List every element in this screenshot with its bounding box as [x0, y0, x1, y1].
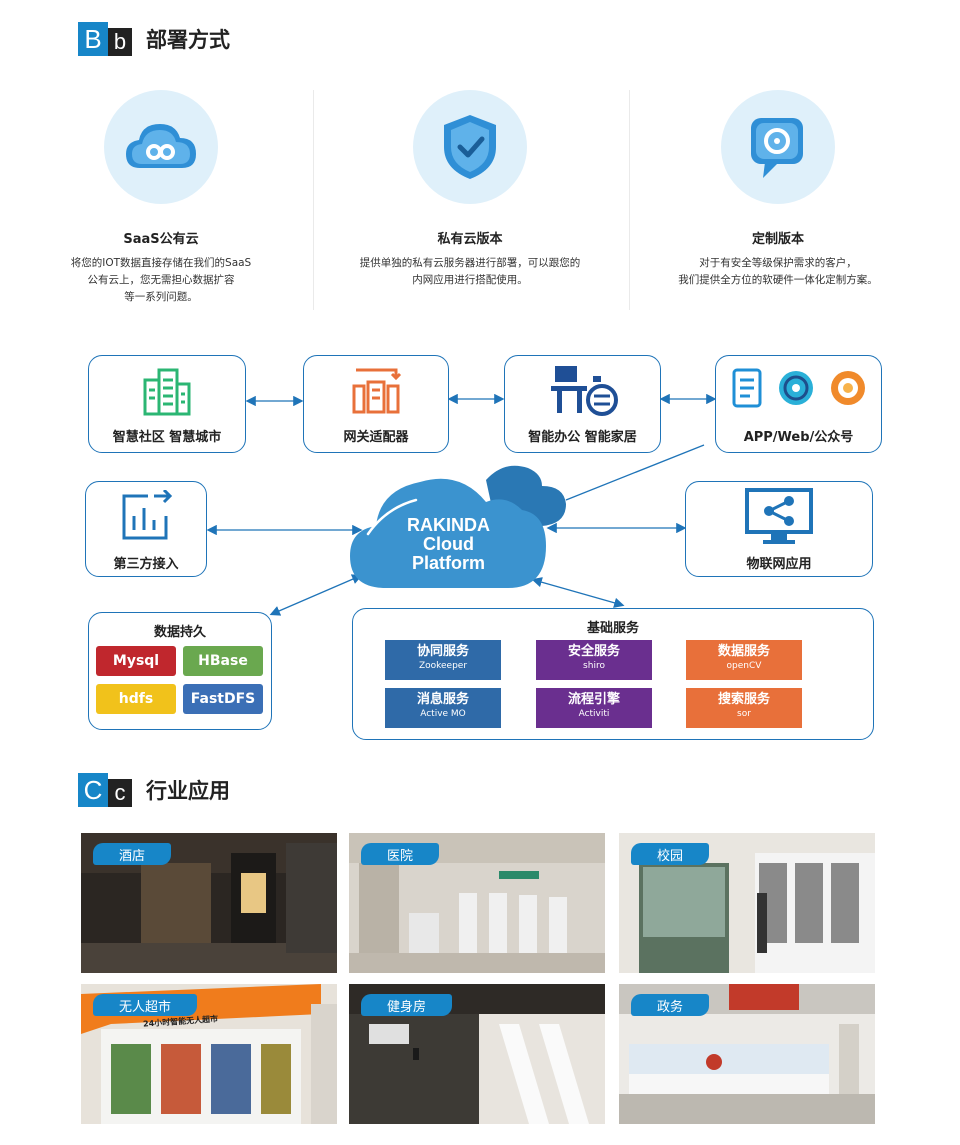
service-sub: shiro — [583, 661, 605, 671]
industry-label: 健身房 — [361, 994, 453, 1016]
divider — [629, 90, 630, 310]
industry-label: 医院 — [361, 843, 440, 865]
service-sub: sor — [737, 709, 751, 719]
service-name: 流程引擎 — [567, 692, 620, 707]
node-app-web: APP/Web/公众号 — [715, 355, 882, 453]
service-name: 安全服务 — [567, 644, 620, 659]
cloud-line: Cloud — [423, 534, 474, 554]
base-services-title: 基础服务 — [586, 621, 639, 636]
node-iot-app: 物联网应用 — [685, 481, 873, 577]
app-icons — [716, 368, 881, 408]
web-globe-icon — [778, 371, 813, 405]
desc-line: 对于有安全等级保护需求的客户， — [699, 257, 857, 269]
industry-hotel: 酒店 — [81, 833, 337, 973]
service-solr: 搜索服务 sor — [686, 688, 802, 728]
industry-label: 校园 — [631, 843, 710, 865]
service-name: 搜索服务 — [717, 692, 770, 707]
node-label: 第三方接入 — [113, 557, 179, 572]
buildings-icon — [89, 366, 245, 416]
service-name: 协同服务 — [416, 644, 469, 659]
government-hall-image — [619, 984, 875, 1124]
chart-export-icon — [86, 490, 206, 544]
shield-check-icon — [413, 90, 527, 204]
section-letter-lower: b — [108, 28, 132, 56]
hbase-tag: HBase — [183, 646, 263, 676]
section-c-header: C c 行业应用 — [78, 773, 230, 807]
industry-campus: 校园 — [619, 833, 875, 973]
cloud-line: Platform — [411, 553, 485, 573]
node-label: 网关适配器 — [343, 430, 409, 445]
cloud-link-icon — [104, 90, 218, 204]
industry-hospital: 医院 — [349, 833, 605, 973]
service-zookeeper: 协同服务 Zookeeper — [385, 640, 501, 680]
node-data-persistence: 数据持久 Mysql HBase hdfs FastDFS — [88, 612, 272, 730]
section-title: 部署方式 — [146, 28, 230, 52]
hdfs-tag: hdfs — [96, 684, 176, 714]
service-opencv: 数据服务 openCV — [686, 640, 802, 680]
section-title: 行业应用 — [146, 779, 230, 803]
node-smart-city: 智慧社区 智慧城市 — [88, 355, 246, 453]
section-letter-upper: C — [78, 773, 108, 807]
industry-label: 无人超市 — [93, 994, 198, 1016]
section-letter-lower: c — [108, 779, 132, 807]
desc-line: 公有云上，您无需担心数据扩容 — [87, 274, 235, 286]
persistence-title: 数据持久 — [153, 625, 206, 640]
deploy-saas: SaaS公有云 将您的IOT数据直接存储在我们的SaaS 公有云上，您无需担心数… — [6, 90, 316, 306]
service-name: 数据服务 — [717, 644, 770, 659]
service-activiti: 流程引擎 Activiti — [536, 688, 652, 728]
service-sub: Active MO — [420, 709, 466, 719]
cloud-icon — [350, 465, 566, 588]
deploy-title: 私有云版本 — [437, 232, 503, 247]
node-label: 智慧社区 智慧城市 — [112, 430, 222, 445]
deploy-private: 私有云版本 提供单独的私有云服务器进行部署，可以跟您的 内网应用进行搭配使用。 — [315, 90, 625, 289]
service-sub: Zookeeper — [418, 661, 468, 671]
desc-line: 等一系列问题。 — [124, 291, 198, 303]
deploy-title: SaaS公有云 — [123, 232, 199, 247]
mysql-tag: Mysql — [96, 646, 176, 676]
deploy-title: 定制版本 — [751, 232, 804, 247]
node-label: APP/Web/公众号 — [743, 430, 854, 445]
desc-line: 提供单独的私有云服务器进行部署，可以跟您的 — [359, 257, 581, 269]
chat-bubble-icon — [721, 90, 835, 204]
fastdfs-tag: FastDFS — [183, 684, 263, 714]
deploy-desc: 提供单独的私有云服务器进行部署，可以跟您的 内网应用进行搭配使用。 — [315, 255, 625, 289]
service-shiro: 安全服务 shiro — [536, 640, 652, 680]
deploy-desc: 将您的IOT数据直接存储在我们的SaaS 公有云上，您无需担心数据扩容 等一系列… — [6, 255, 316, 306]
deploy-custom: 定制版本 对于有安全等级保护需求的客户， 我们提供全方位的软硬件一体化定制方案。 — [623, 90, 933, 289]
desc-line: 内网应用进行搭配使用。 — [412, 274, 528, 286]
section-b-header: B b 部署方式 — [78, 22, 230, 56]
section-letter-upper: B — [78, 22, 108, 56]
hospital-hall-image — [349, 833, 605, 973]
industry-government: 政务 — [619, 984, 875, 1124]
monitor-share-icon — [686, 488, 872, 546]
industry-unmanned-store: 24小时智能无人超市 无人超市 — [81, 984, 337, 1124]
hotel-lobby-image — [81, 833, 337, 973]
node-label: 智能办公 智能家居 — [528, 430, 637, 445]
desc-line: 将您的IOT数据直接存储在我们的SaaS — [70, 257, 252, 269]
mobile-app-icon — [732, 368, 761, 408]
service-activemq: 消息服务 Active MO — [385, 688, 501, 728]
gateway-icon — [304, 366, 448, 416]
cloud-line: RAKINDA — [407, 515, 490, 535]
divider — [313, 90, 314, 310]
architecture-connectors — [206, 393, 717, 616]
cloud-platform: RAKINDA Cloud Platform — [346, 460, 571, 590]
industry-label: 酒店 — [93, 843, 172, 865]
node-third-party: 第三方接入 — [85, 481, 207, 577]
desc-line: 我们提供全方位的软硬件一体化定制方案。 — [678, 274, 878, 286]
deploy-desc: 对于有安全等级保护需求的客户， 我们提供全方位的软硬件一体化定制方案。 — [623, 255, 933, 289]
cloud-platform-label: RAKINDA Cloud Platform — [346, 516, 551, 573]
service-sub: Activiti — [578, 709, 610, 719]
wechat-account-icon — [830, 371, 865, 405]
service-sub: openCV — [726, 661, 762, 671]
node-smart-office: 智能办公 智能家居 — [504, 355, 661, 453]
node-label: 物联网应用 — [746, 557, 812, 572]
node-gateway: 网关适配器 — [303, 355, 449, 453]
industry-gym: 健身房 — [349, 984, 605, 1124]
office-desk-icon — [505, 364, 660, 418]
industry-label: 政务 — [631, 994, 710, 1016]
service-name: 消息服务 — [416, 692, 469, 707]
